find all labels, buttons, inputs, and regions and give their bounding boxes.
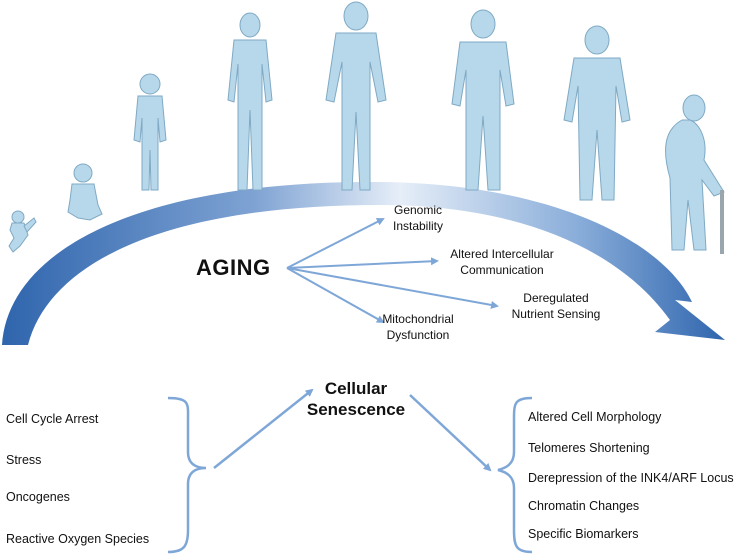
senescence-line: Senescence <box>306 400 406 419</box>
child-figure <box>133 73 167 191</box>
hallmark-deregulated-nutrient-sensing: Deregulated Nutrient Sensing <box>512 290 601 322</box>
causes-bracket <box>167 396 207 554</box>
feature-item: Chromatin Changes <box>528 499 640 513</box>
feature-item: Derepression of the INK4/ARF Locus <box>528 471 734 485</box>
infant-figure <box>8 210 37 253</box>
arrow-senescence-to-features <box>409 394 492 472</box>
hallmark-genomic-instability: Genomic Instability <box>393 202 443 234</box>
feature-item: Telomeres Shortening <box>528 441 650 455</box>
senescence-line: Cellular <box>324 379 388 398</box>
hallmark-line: Instability <box>392 219 444 233</box>
feature-item: Altered Cell Morphology <box>528 410 662 424</box>
toddler-figure <box>67 163 103 221</box>
aging-label: AGING <box>196 255 271 280</box>
feature-item: Specific Biomarkers <box>528 527 639 541</box>
cause-item: Reactive Oxygen Species <box>6 532 150 546</box>
hallmark-line: Nutrient Sensing <box>511 307 601 321</box>
arrow-to-deregulated-nutrient-sensing <box>286 267 499 309</box>
teen-figure <box>227 12 273 191</box>
cellular-senescence-label: Cellular Senescence <box>307 378 405 420</box>
hallmark-line: Mitochondrial <box>382 312 454 326</box>
hallmark-line: Communication <box>460 263 544 277</box>
hallmark-line: Genomic <box>393 203 443 217</box>
life-course-arc <box>2 181 725 345</box>
hallmark-line: Altered Intercellular <box>450 247 554 261</box>
cause-item: Oncogenes <box>6 490 70 504</box>
hallmark-altered-communication: Altered Intercellular Communication <box>450 246 553 278</box>
arrow-to-genomic-instability <box>286 218 385 269</box>
arrow-to-mitochondrial-dysfunction <box>286 267 385 323</box>
arrow-causes-to-senescence <box>213 388 314 469</box>
hallmark-line: Dysfunction <box>386 328 450 342</box>
arrow-to-altered-communication <box>286 257 439 269</box>
adult-figure <box>325 1 387 191</box>
middle-age-figure <box>451 9 515 191</box>
features-bracket <box>497 396 533 554</box>
hallmark-line: Deregulated <box>523 291 589 305</box>
hallmark-mitochondrial-dysfunction: Mitochondrial Dysfunction <box>382 311 453 343</box>
cause-item: Stress <box>6 453 42 467</box>
cause-item: Cell Cycle Arrest <box>6 412 99 426</box>
elderly-figure <box>665 94 725 254</box>
older-adult-figure <box>563 25 631 201</box>
